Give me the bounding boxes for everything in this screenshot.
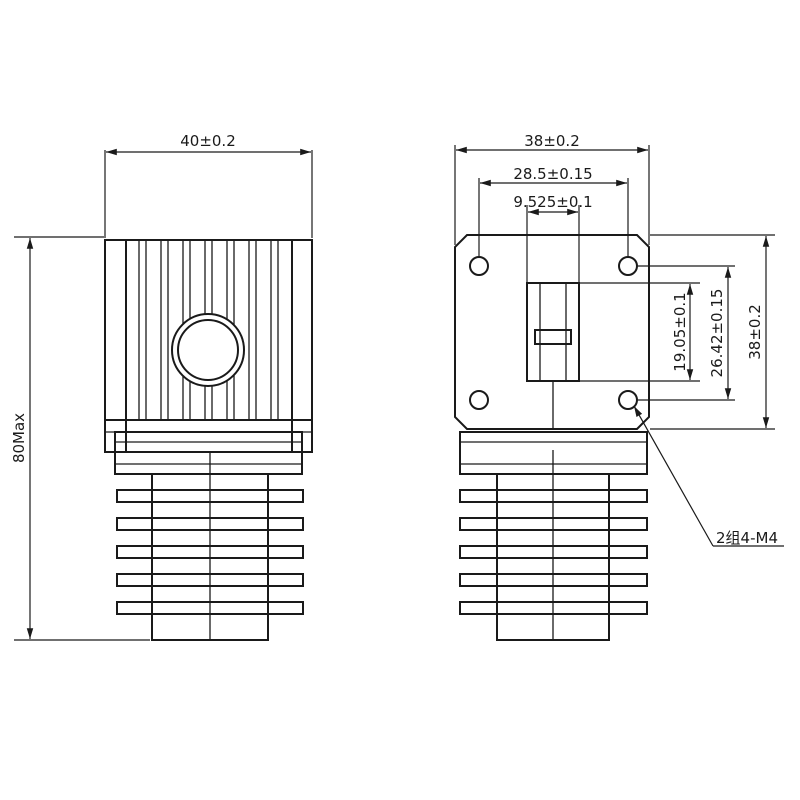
left-width-dimension: 40±0.2 (104, 132, 313, 238)
slot-height-label: 19.05±0.1 (671, 292, 689, 371)
left-width-label: 40±0.2 (180, 132, 236, 150)
mounting-hole-bottom-left (469, 390, 489, 410)
right-flange (454, 234, 650, 430)
left-port-circle (171, 313, 245, 387)
left-heatsink-block (104, 239, 313, 453)
right-lower-cooler (459, 450, 648, 641)
right-width-label: 38±0.2 (524, 132, 580, 150)
mounting-hole-top-left (469, 256, 489, 276)
right-view: 38±0.2 28.5±0.15 9.525±0.1 19.05±0.1 (454, 132, 784, 641)
left-base-block (114, 431, 303, 475)
hole-callout-label: 2组4-M4 (716, 529, 778, 547)
hole-spacing-dimension: 28.5±0.15 (478, 165, 629, 257)
left-height-label: 80Max (10, 413, 28, 463)
mounting-hole-top-right (618, 256, 638, 276)
right-center-slot (526, 282, 580, 429)
slot-width-label: 9.525±0.1 (513, 193, 592, 211)
left-lower-cooler (116, 452, 304, 641)
left-height-dimension: 80Max (10, 236, 150, 641)
left-view: 40±0.2 80Max (10, 132, 313, 641)
right-width-dimension: 38±0.2 (454, 132, 650, 245)
hole-spacing-label: 28.5±0.15 (513, 165, 592, 183)
slot-width-dimension: 9.525±0.1 (513, 193, 593, 282)
right-height-dimension: 38±0.2 (650, 234, 775, 430)
hole-callout: 2组4-M4 (633, 405, 784, 547)
hole-vspacing-dimension: 26.42±0.15 (637, 265, 735, 401)
right-height-label: 38±0.2 (746, 304, 764, 360)
hole-vspacing-label: 26.42±0.15 (708, 289, 726, 378)
slot-height-dimension: 19.05±0.1 (580, 282, 700, 382)
